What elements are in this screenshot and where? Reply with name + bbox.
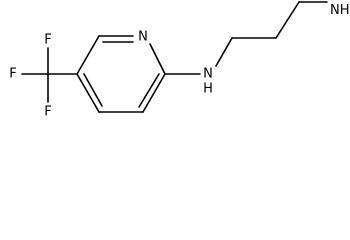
atom-fluorine-bottom: F [44,105,51,120]
bond-c5-c6 [76,35,100,75]
atom-amine-hydrogen: H [203,82,213,97]
atom-fluorine-left: F [9,67,16,82]
atom-terminal-amine: NH2 [330,3,350,19]
bond-c4-c5 [76,73,100,113]
atom-terminal-amine-nh: NH [330,3,350,18]
bond-n1-c2 [149,43,166,75]
bond-ch2b-ch2c [275,1,300,39]
bond-nh-ch2a [215,37,233,67]
bond-c4-c5-double [83,73,103,107]
structure-canvas: N N H NH2 F F F [9,1,350,120]
bond-c2-c3 [142,73,166,113]
molecule-diagram: N N H NH2 F F F [9,1,350,120]
atom-fluorine-top: F [44,33,51,48]
atom-ring-nitrogen: N [138,30,148,45]
bond-c2-c3-double [138,73,160,108]
atom-amine-nitrogen: N [203,67,213,82]
